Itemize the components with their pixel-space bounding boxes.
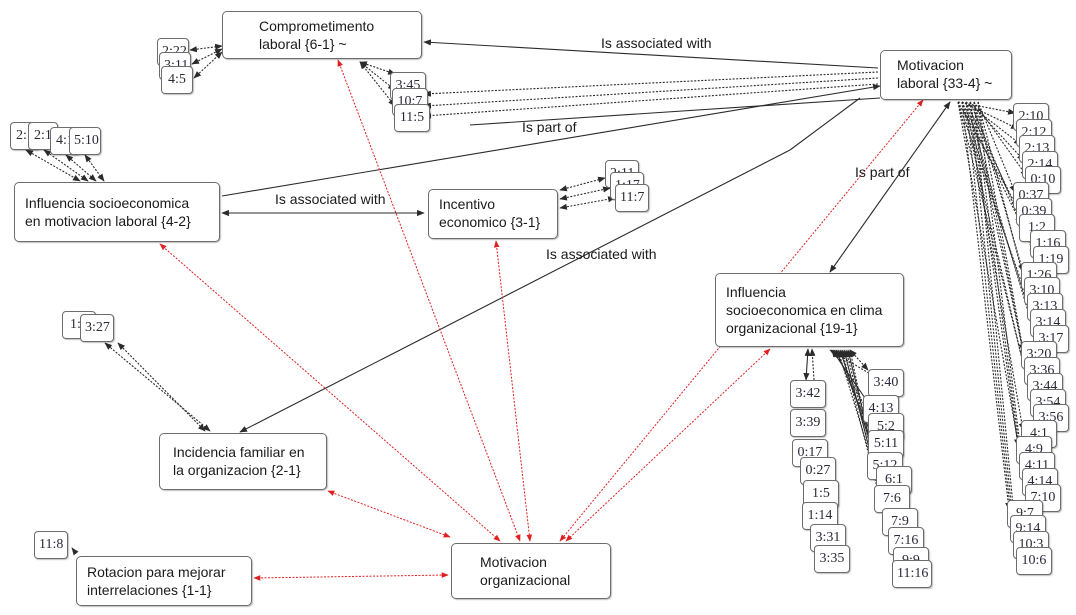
edge-quote-link <box>965 101 1015 527</box>
quotation-box[interactable]: 3:40 <box>868 369 904 397</box>
node-influencia-motivacion-laboral[interactable]: Influencia socioeconomica en motivacion … <box>14 182 220 242</box>
edge-quote-link <box>359 61 396 75</box>
edge-quote-link <box>961 101 1033 320</box>
edge-red-incidencia <box>327 490 451 538</box>
edge-quote-link <box>969 101 1021 447</box>
edge-quote-link <box>973 101 1028 178</box>
edge-quote-link <box>809 348 816 381</box>
edge-label-part-of: Is part of <box>855 164 910 180</box>
edge-quote-link <box>423 83 879 119</box>
node-motivacion-organizacional[interactable]: Motivacion organizacional <box>451 543 611 599</box>
edge-quote-link <box>977 101 1016 194</box>
edge-red-rotacion <box>253 572 449 581</box>
edge-quote-link <box>423 71 879 97</box>
quotation-box[interactable]: 3:39 <box>790 409 826 437</box>
node-comprometimento-laboral[interactable]: Comprometimento laboral {6-1} ~ <box>222 11 422 59</box>
edge-part-of-clima-motivacion <box>829 101 951 273</box>
edge-quote-link <box>965 101 1025 432</box>
edge-quote-link <box>117 342 206 432</box>
edge-red-clima <box>565 348 771 542</box>
edge-quote-link <box>977 101 1027 479</box>
edge-quote-link <box>803 348 811 381</box>
quotation-box[interactable]: 11:5 <box>394 104 430 132</box>
quotation-box[interactable]: 5:10 <box>69 127 101 155</box>
quotation-box[interactable]: 3:42 <box>790 380 826 408</box>
edge-quote-link <box>973 101 1021 558</box>
edge-quote-link <box>84 154 105 182</box>
edge-label-associated: Is associated with <box>601 35 712 51</box>
edge-quote-link <box>969 101 1025 162</box>
quotation-box[interactable]: 11:8 <box>34 531 68 559</box>
edge-quote-link <box>977 101 1028 289</box>
edge-label-associated: Is associated with <box>275 191 386 207</box>
edge-quote-link <box>189 43 223 53</box>
node-influencia-clima-organizacional[interactable]: Influencia socioeconomica en clima organ… <box>715 273 904 347</box>
quotation-box[interactable]: 11:16 <box>892 560 932 588</box>
quotation-box[interactable]: 4:5 <box>161 66 193 94</box>
node-incentivo-economico[interactable]: Incentivo economico {3-1} <box>428 189 558 239</box>
edge-label-associated: Is associated with <box>546 246 657 262</box>
edge-red-influencia-motivacion <box>159 243 501 542</box>
edge-associated-incidencia-start <box>789 97 861 151</box>
edge-red-comprometimento <box>337 59 521 542</box>
edge-quote-link <box>969 101 1018 543</box>
node-rotacion[interactable]: Rotacion para mejorar interrelaciones {1… <box>76 556 252 606</box>
edge-quote-link <box>849 349 869 371</box>
edge-quote-link <box>71 547 79 556</box>
quotation-box[interactable]: 10:6 <box>1016 547 1052 576</box>
edge-quote-link <box>957 101 1016 115</box>
node-motivacion-laboral[interactable]: Motivacion laboral {33-4} ~ <box>880 50 1012 100</box>
quotation-box[interactable]: 1:14 <box>802 502 838 530</box>
edge-red-incentivo <box>493 240 533 542</box>
edge-quote-link <box>973 101 1024 463</box>
edge-quote-link <box>559 176 606 192</box>
edge-quote-link <box>359 61 396 107</box>
edge-red-motivacion-laboral <box>559 99 924 542</box>
edge-quote-link <box>969 101 1025 352</box>
quotation-box[interactable]: 3:27 <box>80 314 114 342</box>
edge-associated-motivacion-comprometimento <box>423 39 879 69</box>
edge-quote-link <box>104 342 211 432</box>
edge-part-of-influencia-motivacion <box>221 84 881 197</box>
edge-quote-link <box>193 51 223 79</box>
edge-quote-link <box>973 101 1028 368</box>
edge-quote-link <box>43 149 89 182</box>
quotation-box[interactable]: 11:7 <box>615 184 649 212</box>
edge-quote-link <box>829 349 873 376</box>
edge-quote-link <box>961 101 1012 511</box>
edge-quote-link <box>973 101 1025 273</box>
edge-quote-link <box>559 196 616 210</box>
edge-quote-link <box>559 186 611 201</box>
edge-quote-link <box>957 101 1034 400</box>
edge-label-part-of: Is part of <box>522 119 577 135</box>
edge-quote-link <box>423 77 879 109</box>
node-incidencia-familiar[interactable]: Incidencia familiar en la organizacion {… <box>159 433 327 490</box>
quotation-box[interactable]: 3:35 <box>814 545 850 573</box>
edge-quote-link <box>831 349 868 402</box>
